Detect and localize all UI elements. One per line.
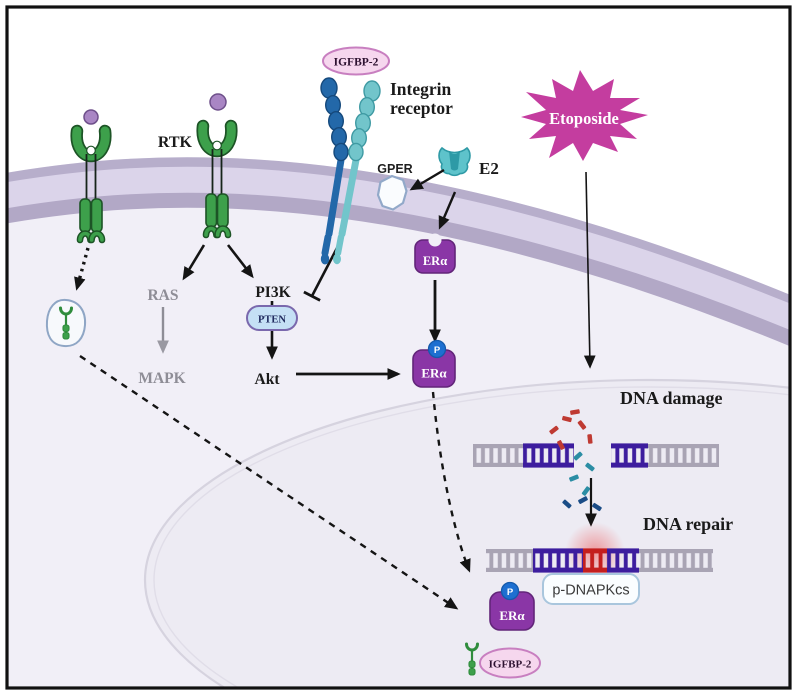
cell-membrane bbox=[8, 157, 789, 346]
era-phospho-mid: P ERα bbox=[412, 339, 456, 388]
e2-label: E2 bbox=[479, 159, 499, 178]
pten-node: PTEN bbox=[246, 305, 298, 331]
arrow-rtk-to-pi3k bbox=[226, 244, 254, 279]
igfbp2-top-label: IGFBP-2 bbox=[334, 57, 379, 69]
phospho-badge bbox=[427, 339, 447, 359]
mapk-label: MAPK bbox=[138, 370, 185, 387]
integrin-receptor bbox=[320, 77, 381, 265]
era-receptor: ERα bbox=[414, 233, 456, 274]
extracellular-space bbox=[8, 8, 789, 295]
etoposide-burst: Etoposide bbox=[521, 70, 648, 161]
dna-damage-strand bbox=[473, 443, 719, 468]
arrow-rtk-to-ras bbox=[182, 244, 206, 281]
era-label: ERα bbox=[421, 366, 447, 381]
inhibition-tbar-integrin bbox=[303, 247, 339, 302]
arrow-e2-to-gper bbox=[409, 168, 445, 191]
frame-border bbox=[5, 5, 792, 690]
phospho-label: P bbox=[434, 345, 441, 356]
pi3k-label: PI3K bbox=[255, 284, 290, 301]
pten-label: PTEN bbox=[258, 315, 286, 326]
integrin-label-line1: Integrin bbox=[390, 79, 452, 99]
ligand-ball bbox=[83, 109, 99, 125]
igfbp2-ligand-top: IGFBP-2 bbox=[322, 46, 390, 76]
dna-damage-label: DNA damage bbox=[620, 388, 723, 408]
integrin-chain-blue bbox=[320, 77, 349, 265]
integrin-chain-teal bbox=[333, 80, 381, 265]
phospho-badge bbox=[500, 581, 520, 601]
rtk-label: RTK bbox=[158, 134, 193, 151]
era-label: ERα bbox=[423, 254, 447, 268]
dna-fragments bbox=[549, 409, 602, 512]
dna-repair-label: DNA repair bbox=[643, 514, 733, 534]
etoposide-label: Etoposide bbox=[549, 109, 619, 128]
dna-repair-strand bbox=[486, 548, 713, 573]
integrin-label-line2: receptor bbox=[390, 98, 453, 118]
ligand-ball bbox=[209, 93, 227, 111]
era-phospho-bottom: P ERα bbox=[489, 581, 535, 631]
p-dnapkcs-label: p-DNAPKcs bbox=[552, 583, 629, 599]
phospho-label: P bbox=[507, 587, 514, 598]
p-dnapkcs-badge: p-DNAPKcs bbox=[542, 573, 640, 605]
e2-ligand bbox=[438, 146, 471, 177]
endosome-vesicle bbox=[45, 298, 87, 348]
arrow-vesicle-to-igfbp2 bbox=[79, 355, 459, 610]
arrow-etoposide-to-dna bbox=[583, 171, 596, 369]
arrow-membrane-to-era bbox=[438, 191, 457, 230]
igfbp2-bottom-group: IGFBP-2 bbox=[465, 642, 541, 679]
akt-label: Akt bbox=[255, 371, 281, 388]
era-label: ERα bbox=[499, 608, 525, 623]
gper-label: GPER bbox=[377, 162, 412, 176]
igfbp2-bottom-label: IGFBP-2 bbox=[489, 659, 532, 671]
ras-label: RAS bbox=[147, 287, 178, 304]
arrow-phospho-era-to-nucleus bbox=[431, 391, 471, 573]
gper-receptor bbox=[376, 174, 408, 211]
